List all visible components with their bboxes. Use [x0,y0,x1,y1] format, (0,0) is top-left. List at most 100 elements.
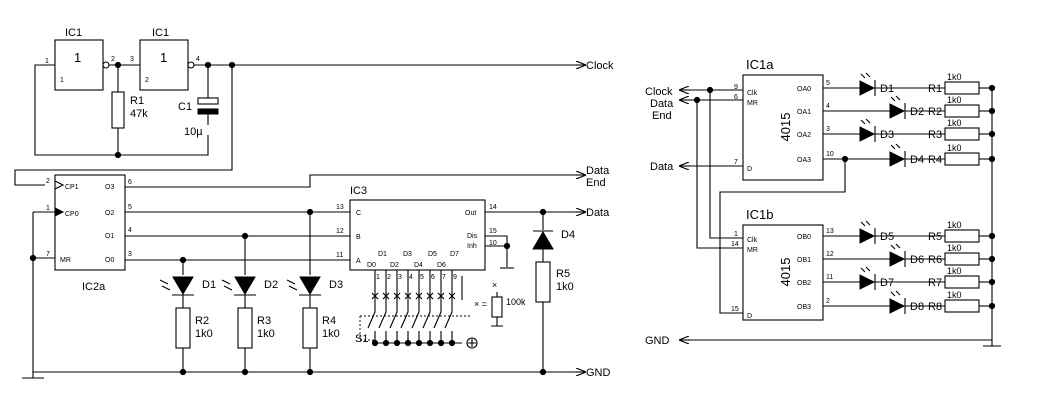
s1-cross-mark [371,292,379,300]
ic2-pin-4: 4 [128,227,132,234]
ic1a-pin-9: 9 [734,84,738,91]
ic1b-out-label: OB0 [797,234,811,241]
s1-switch [367,300,376,343]
gate-symbol-2: 1 [160,50,167,65]
gate-inner-pin-2: 2 [145,77,149,84]
led-light-rays [890,290,901,297]
ic2-pin-3: 3 [128,251,132,258]
led-d8-symbol [889,298,906,314]
resistor-r3 [944,127,980,141]
ic2-pin-5: 5 [128,204,132,211]
ic3-pin-13: 13 [336,204,344,211]
ic3-dis-label: Dis [467,233,478,240]
ic2-pin-6: 6 [128,179,132,186]
ic2-o3-label: O3 [105,184,114,191]
resistor-r6-name: R6 [928,254,942,266]
ic2-pin-1: 1 [46,205,50,212]
ic3-bottom-pin-7: 7 [442,274,446,281]
r4-name: R4 [322,315,336,327]
r3-value: 1k0 [257,328,275,340]
gate-pin-out-1: 2 [111,56,115,63]
resistor-r4-value: 1k0 [947,143,962,153]
led-d1-name: D1 [202,279,216,291]
d4-name: D4 [561,229,575,241]
resistor-r3-value: 1k0 [947,118,962,128]
c1-plate-top [197,97,219,105]
ic1a-shift-register: IC1a 4015 Clk MR D 9 6 7 [734,57,824,181]
ic3-bottom-pin-9: 9 [453,274,457,281]
led-d5-name: D5 [880,231,894,243]
net-end: End [586,177,606,189]
led-d3-name: D3 [880,129,894,141]
ic1b-shift-register: IC1b 4015 Clk MR D 1 14 15 [731,207,824,321]
r1-value: 47k [130,108,148,120]
led-d3: D3 R4 1k0 [286,212,343,372]
led-d2: D2 R3 1k0 [221,236,278,372]
led-light-rays [860,118,871,125]
ic1b-out-label: OB2 [797,280,811,287]
resistor-r5-value: 1k0 [947,220,962,230]
s1-switch [444,300,453,343]
ic3-c-label: C [356,210,361,217]
led-d1-symbol [859,80,876,96]
ic2a-counter: IC2a 2 1 7 CP1 CP0 MR O3 O2 O1 O0 6 5 4 … [46,174,132,293]
ic1a-out-pin: 4 [826,103,830,110]
ic3-d7-label: D7 [450,251,459,258]
led-light-rays [890,143,901,150]
c1-plate-bottom [197,108,219,115]
ic3-d5-label: D5 [428,251,437,258]
s1-cross-mark [393,292,401,300]
led-d5-symbol [859,228,876,244]
x-equals: × = [474,299,487,309]
led-light-rays [860,72,871,79]
led-d7-symbol [859,274,876,290]
gate-inner-pin-1: 1 [60,77,64,84]
s1-switch [422,300,431,343]
led-d4-name: D4 [910,154,924,166]
ic2a-name: IC2a [82,281,106,293]
ic3-d6-label: D6 [437,262,446,269]
x-mark: × [492,280,497,290]
ic1a-out-label: OA0 [797,86,811,93]
net-end-right: End [652,110,672,122]
gate-pin-out-2: 4 [196,56,200,63]
ic1b-mr-label: MR [747,247,758,254]
inverter-gate-2: IC1 1 2 3 4 [130,27,200,91]
r5-value: 1k0 [556,281,574,293]
ic1-label-2: IC1 [152,27,169,39]
net-gnd: GND [586,367,611,379]
s1-switch [389,300,398,343]
led-d4-symbol [889,151,906,167]
ic1a-out-label: OA3 [797,157,811,164]
led-d2-name: D2 [264,279,278,291]
ic3-bottom-pin-3: 3 [398,274,402,281]
ic1a-chip: 4015 [778,113,793,142]
ic1a-out-pin: 3 [826,126,830,133]
ic1b-out-pin: 2 [826,298,830,305]
ic1b-clk-label: Clk [747,237,758,244]
resistor-r8-value: 1k0 [947,290,962,300]
ic1a-pin-7: 7 [734,159,738,166]
ic3-d3-label: D3 [403,251,412,258]
s1-name: S1 [355,333,368,345]
led-d2-symbol [889,103,906,119]
resistor-r7-name: R7 [928,277,942,289]
led-d6-name: D6 [910,254,924,266]
ic2-pin-7: 7 [46,251,50,258]
gate-symbol-1: 1 [74,50,81,65]
right-circuit: IC1a 4015 Clk MR D 9 6 7 IC1b 4015 Clk M… [645,57,1001,347]
r-100k-value: 100k [506,297,526,307]
ic3-pin-12: 12 [336,228,344,235]
s1-cross-mark [448,292,456,300]
resistor-r5-name: R5 [928,231,942,243]
ic1b-pin-14: 14 [731,241,739,248]
led-d3-symbol [859,126,876,142]
ic2-cp1-label: CP1 [65,184,79,191]
ic3-bottom-pin-6: 6 [431,274,435,281]
ic3-pin-10: 10 [489,240,497,247]
gate-pin-in-2: 3 [130,56,134,63]
ic1a-d-label: D [747,166,752,173]
ic2-pin-2: 2 [46,178,50,185]
